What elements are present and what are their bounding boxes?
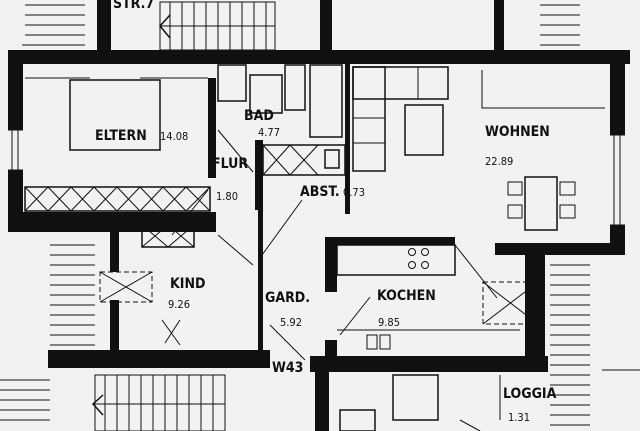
room-area-kind: 9.26 (168, 298, 190, 311)
shelf-line (481, 70, 605, 109)
room-area-wohnen: 22.89 (485, 155, 513, 168)
room-area-flur: 1.80 (216, 190, 238, 203)
room-label-eltern: ELTERN (95, 128, 147, 144)
room-area-eltern: 14.08 (160, 130, 188, 143)
lower-unit-furniture (339, 374, 501, 431)
stairs-right (550, 264, 640, 426)
room-label-wohnen: WOHNEN (485, 124, 550, 140)
room-label-abst: ABST. (300, 184, 340, 200)
room-area-kochen: 9.85 (378, 316, 400, 329)
stair-label: STR.7 (113, 0, 154, 12)
room-labels: ELTERN 14.08 BAD 4.77 FLUR 1.80 ABST. 0.… (95, 0, 557, 424)
shaft-kitchen (482, 281, 539, 325)
wardrobe-eltern (24, 186, 211, 212)
dining-table (507, 176, 576, 231)
room-area-bad: 4.77 (258, 126, 280, 139)
kitchen-counter (336, 244, 520, 350)
windows (8, 129, 625, 226)
wardrobe-kind (141, 224, 195, 248)
cabinet-bad (262, 144, 346, 176)
stairs-top-left (22, 4, 85, 46)
room-label-flur: FLUR (212, 156, 248, 172)
room-label-kind: KIND (170, 276, 205, 292)
bed-eltern (25, 77, 208, 151)
unit-label: W43 (272, 360, 303, 376)
sofa (352, 66, 449, 172)
room-label-gard: GARD. (265, 290, 310, 306)
bathroom-fixtures (217, 64, 343, 138)
stairs-top-right (540, 4, 580, 46)
coffee-table (404, 104, 444, 156)
stairs-bottom (91, 374, 226, 431)
room-label-loggia: LOGGIA (503, 386, 557, 402)
shaft-kind (99, 271, 153, 303)
walls (8, 0, 630, 431)
doors (161, 129, 498, 431)
stairs-left (0, 244, 95, 421)
room-area-abst: 0.73 (343, 186, 365, 199)
room-label-kochen: KOCHEN (377, 288, 436, 304)
room-area-gard: 5.92 (280, 316, 302, 329)
room-label-bad: BAD (244, 108, 274, 124)
room-area-loggia: 1.31 (508, 411, 530, 424)
